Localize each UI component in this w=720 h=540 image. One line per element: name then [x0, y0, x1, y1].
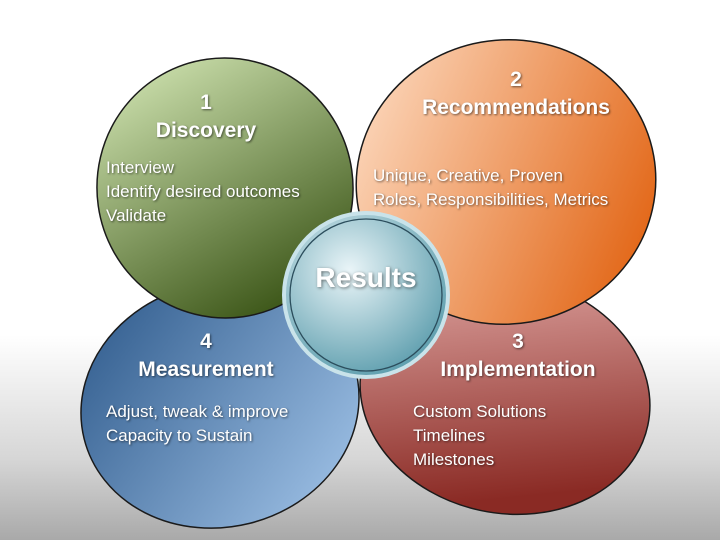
measurement-item: Capacity to Sustain: [106, 426, 253, 445]
discovery-number: 1: [200, 91, 212, 114]
results-circle-inner-ring: [289, 218, 443, 372]
recommendations-title: Recommendations: [422, 96, 610, 119]
implementation-title: Implementation: [440, 358, 596, 381]
discovery-item: Identify desired outcomes: [106, 182, 300, 201]
measurement-item: Adjust, tweak & improve: [106, 402, 289, 421]
discovery-item: Validate: [106, 206, 167, 225]
implementation-number: 3: [512, 330, 524, 353]
implementation-item: Custom Solutions: [413, 402, 547, 421]
implementation-items: Custom Solutions Timelines Milestones: [413, 400, 546, 472]
results-label: Results: [315, 262, 417, 293]
recommendations-item: Roles, Responsibilities, Metrics: [373, 190, 609, 209]
discovery-items: Interview Identify desired outcomes Vali…: [106, 156, 300, 228]
recommendations-items: Unique, Creative, Proven Roles, Responsi…: [373, 164, 608, 212]
measurement-items: Adjust, tweak & improve Capacity to Sust…: [106, 400, 288, 448]
measurement-title: Measurement: [138, 358, 274, 381]
implementation-item: Timelines: [413, 426, 486, 445]
recommendations-item: Unique, Creative, Proven: [373, 166, 563, 185]
measurement-number: 4: [200, 330, 212, 353]
discovery-title: Discovery: [155, 119, 257, 142]
discovery-petal: [96, 57, 354, 319]
recommendations-number: 2: [510, 68, 522, 91]
results-circle: [282, 211, 450, 379]
implementation-item: Milestones: [413, 450, 495, 469]
discovery-item: Interview: [106, 158, 175, 177]
